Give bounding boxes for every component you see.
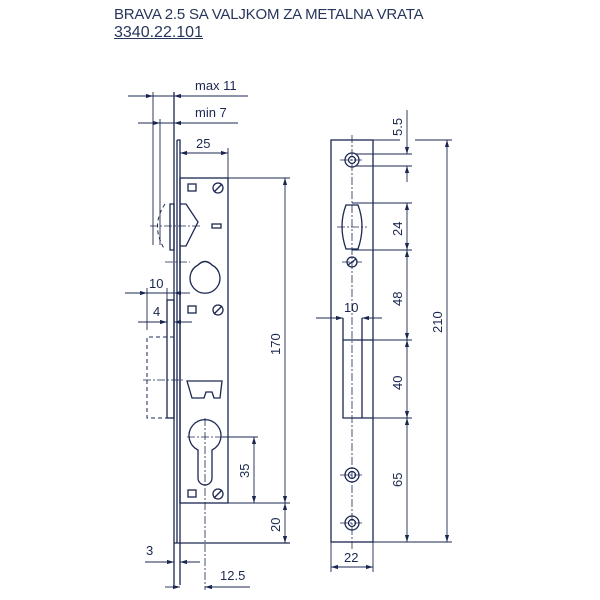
dim-plate: 3 [146, 543, 153, 558]
screw-icon [212, 182, 224, 500]
dim-body-height: 170 [268, 333, 283, 355]
drawing-title: BRAVA 2.5 SA VALJKOM ZA METALNA VRATA [114, 6, 424, 23]
dim-body-width: 25 [196, 136, 210, 151]
lock-body [179, 177, 229, 504]
strike-plate-view: 5.5 24 48 40 65 210 10 22 [316, 110, 452, 572]
dim-backset: 12.5 [220, 568, 245, 583]
lock-view: max 11 min 7 25 170 20 35 10 4 3 12.5 [125, 78, 290, 590]
dim-top: 5.5 [390, 118, 405, 136]
dim-max: max 11 [195, 78, 237, 93]
dim-min: min 7 [195, 105, 227, 120]
dim-gap: 48 [390, 292, 405, 306]
dim-total: 210 [430, 311, 445, 333]
dim-cylinder: 35 [237, 464, 252, 478]
product-code: 3340.22.101 [114, 24, 203, 41]
dim-width: 22 [344, 550, 358, 565]
roller [341, 204, 363, 250]
dim-latch-inner: 4 [153, 304, 160, 319]
dim-bottom: 20 [268, 518, 283, 532]
dim-opening-width: 10 [344, 300, 358, 315]
dim-roller: 24 [390, 222, 405, 236]
dim-lower: 65 [390, 473, 405, 487]
dim-latch-outer: 10 [149, 276, 163, 291]
dim-opening: 40 [390, 376, 405, 390]
